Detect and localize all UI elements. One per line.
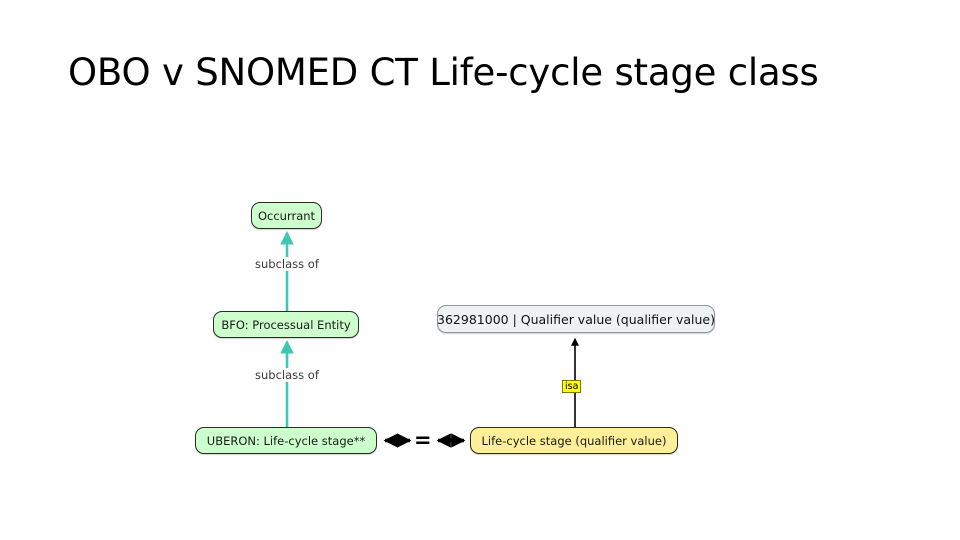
node-occurrant[interactable]: Occurrant [251,202,322,229]
equivalence-equals-sign: = [414,428,432,452]
page-title: OBO v SNOMED CT Life-cycle stage class [68,51,819,94]
node-snomed-qualifier-value[interactable]: 362981000 | Qualifier value (qualifier v… [437,305,715,333]
node-snomed-life-cycle-stage[interactable]: Life-cycle stage (qualifier value) [470,427,678,454]
edge-label-subclass-of-lower: subclass of [252,368,322,382]
node-uberon-life-cycle-stage[interactable]: UBERON: Life-cycle stage** [195,427,377,454]
edge-label-subclass-of-upper: subclass of [252,257,322,271]
node-bfo-processual-entity[interactable]: BFO: Processual Entity [213,311,359,338]
edge-label-isa: isa [562,380,582,393]
